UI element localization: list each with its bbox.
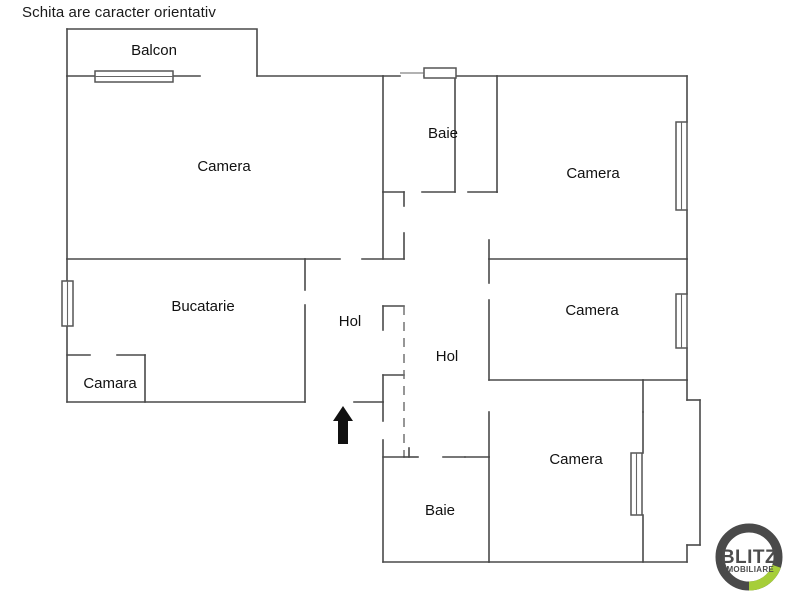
window-balcon-symbol bbox=[94, 70, 174, 83]
room-label-hol-stanga: Hol bbox=[339, 313, 362, 330]
room-label-camera-nv: Camera bbox=[197, 158, 251, 175]
room-label-camera-est: Camera bbox=[565, 302, 619, 319]
room-label-camera-ne: Camera bbox=[566, 165, 620, 182]
room-balcon-walls bbox=[66, 28, 384, 77]
room-label-camara: Camara bbox=[83, 375, 137, 392]
center-spine-walls bbox=[353, 305, 490, 563]
room-camara-walls bbox=[66, 354, 146, 403]
room-camera-se-walls bbox=[488, 411, 644, 563]
room-baie-sus-walls bbox=[361, 75, 498, 260]
blitz-imobiliare-logo: BLITZ IMOBILIARE bbox=[712, 520, 786, 594]
room-label-hol-dreapta: Hol bbox=[436, 348, 459, 365]
logo-accent-arc bbox=[748, 564, 781, 591]
room-label-camera-se: Camera bbox=[549, 451, 603, 468]
window-camera-ne-symbol bbox=[675, 121, 688, 211]
interior-walls-left bbox=[304, 258, 341, 403]
outer-walls-right-top bbox=[488, 75, 688, 260]
window-bucatarie-symbol bbox=[61, 280, 74, 327]
room-label-balcon: Balcon bbox=[131, 42, 177, 59]
room-label-baie-sus: Baie bbox=[428, 125, 458, 142]
outer-walls-right-bottom bbox=[488, 379, 701, 563]
entrance-arrow bbox=[333, 406, 353, 444]
window-camera-se-symbol bbox=[630, 452, 643, 516]
room-baie-jos-walls bbox=[382, 447, 490, 458]
logo-subtitle-text: IMOBILIARE bbox=[724, 565, 774, 574]
room-camera-est-walls bbox=[488, 258, 688, 413]
logo-ring bbox=[715, 523, 783, 591]
window-baie-sus-symbol bbox=[400, 67, 457, 79]
room-label-baie-jos: Baie bbox=[425, 502, 455, 519]
logo-brand-text: BLITZ bbox=[721, 547, 777, 568]
logo-graphic: BLITZ IMOBILIARE bbox=[715, 523, 783, 591]
outer-walls-left bbox=[66, 75, 306, 403]
window-camera-est-symbol bbox=[675, 293, 688, 349]
room-label-bucatarie: Bucatarie bbox=[171, 298, 234, 315]
page-title: Schita are caracter orientativ bbox=[22, 4, 216, 21]
